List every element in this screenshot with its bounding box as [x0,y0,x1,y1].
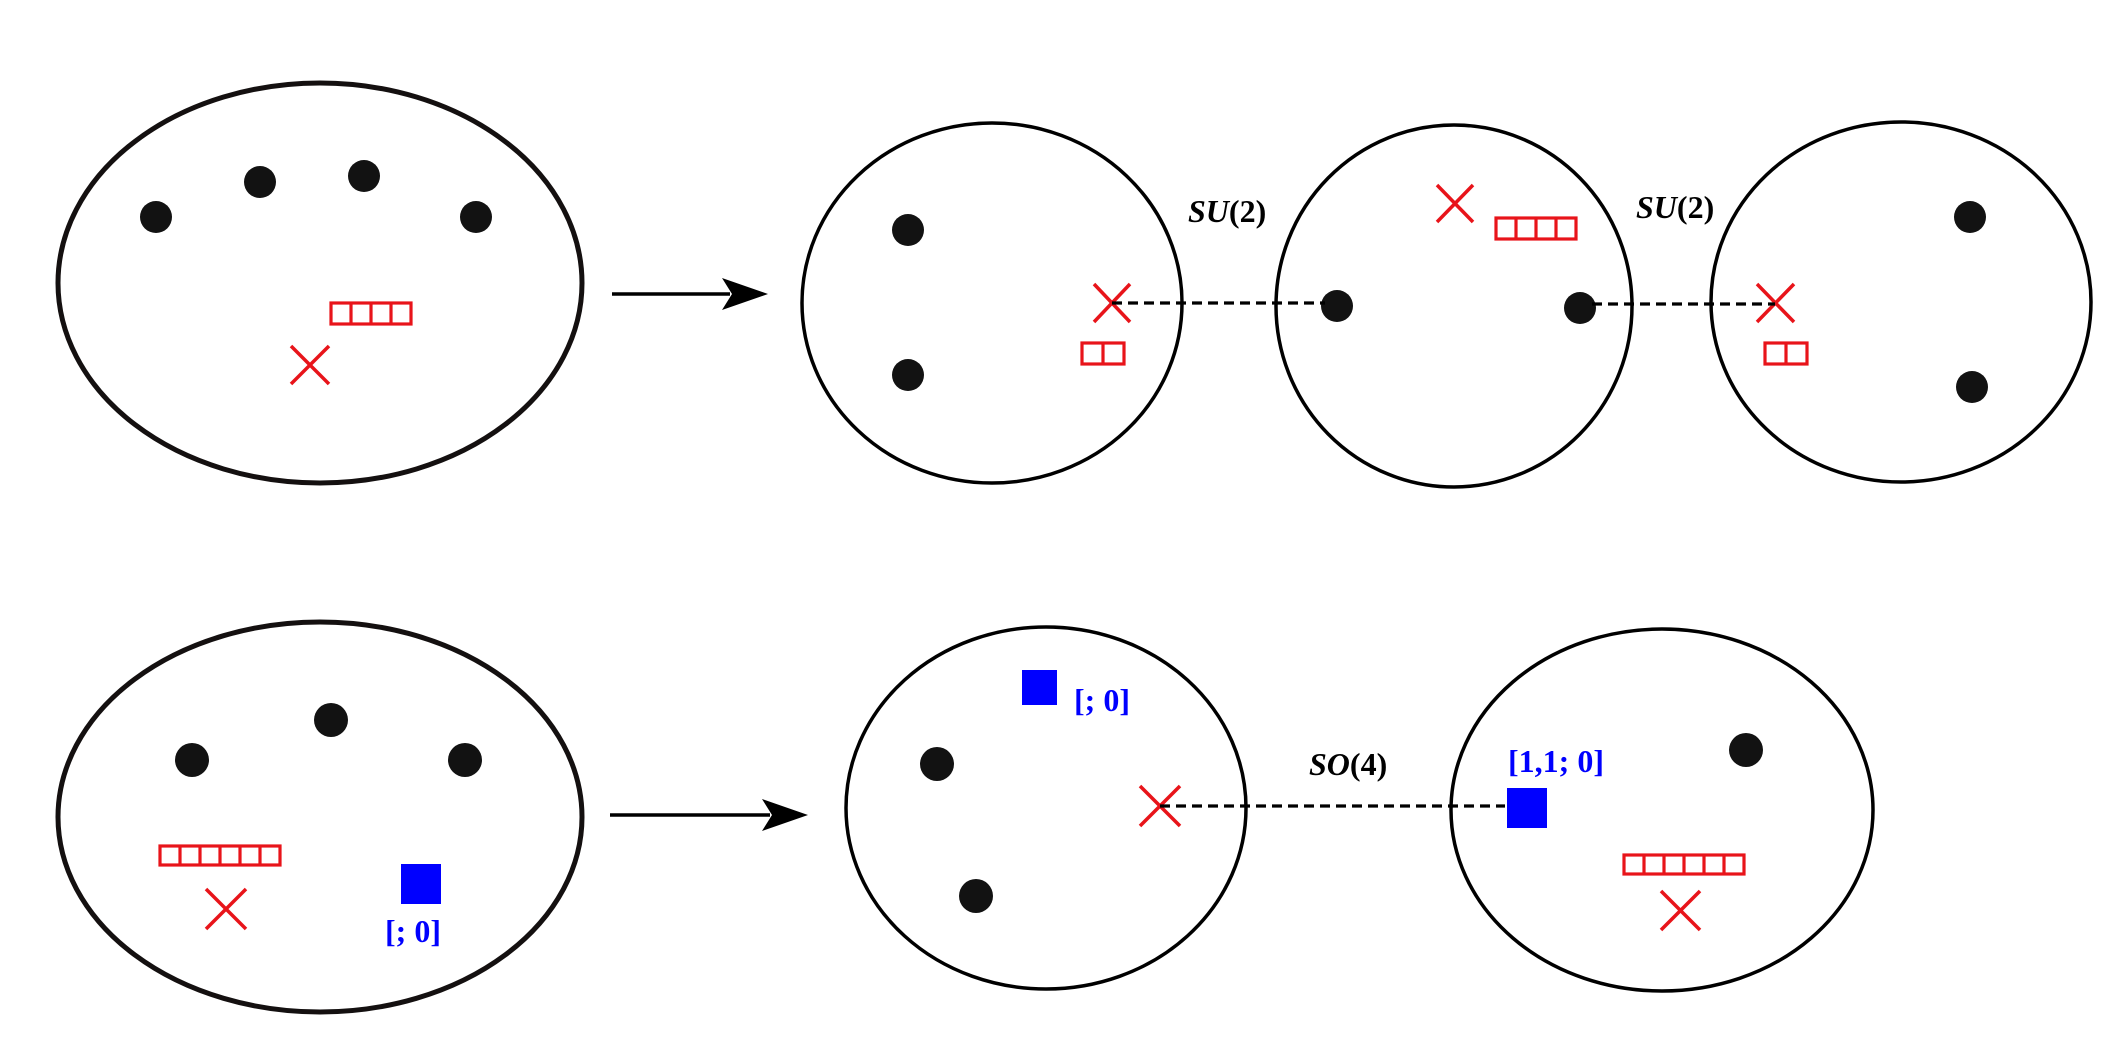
marked-point [314,703,348,737]
top-source-ellipse [55,80,585,486]
bottom-source-ellipse [55,619,585,1015]
marked-point [1956,371,1988,403]
puncture-square [401,864,441,904]
marked-point [348,160,380,192]
marked-point [920,747,954,781]
young-diagram-top-mid [1494,216,1578,241]
cross-marker [1435,183,1475,224]
group-label-su2-right: SU(2) [1636,189,1714,225]
marked-point [244,166,276,198]
young-diagram-top-right [1763,341,1809,366]
young-diagram-top-left [329,301,413,326]
component-circle-2 [1274,123,1634,489]
cross-marker [289,344,331,386]
puncture-square [1022,670,1057,705]
marked-point [460,201,492,233]
marked-point [1729,733,1763,767]
degeneration-arrow [612,278,768,310]
cross-marker [204,887,248,931]
marked-point [140,201,172,233]
marked-point [1321,290,1353,322]
group-label-su2-left: SU(2) [1188,193,1266,229]
square-label: [; 0] [385,913,441,949]
component-circle-1 [800,121,1184,485]
marked-point [1564,292,1596,324]
marked-point [175,743,209,777]
young-diagram-bottom-right [1622,853,1746,876]
cross-marker [1755,282,1796,324]
marked-point [892,359,924,391]
square-label: [; 0] [1074,682,1130,718]
square-label: [1,1; 0] [1508,743,1604,779]
group-label-so4: SO(4) [1309,746,1387,782]
young-diagram-bottom-left [158,844,282,867]
marked-point [892,214,924,246]
component-circle-3 [1709,120,2093,484]
cross-marker [1659,889,1702,932]
marked-point [448,743,482,777]
puncture-square [1507,788,1547,828]
degeneration-arrow [610,799,808,831]
marked-point [1954,201,1986,233]
component-circle-5 [1449,627,1875,993]
young-diagram-top-mid-left [1080,341,1126,366]
marked-point [959,879,993,913]
component-circle-4 [844,625,1248,991]
